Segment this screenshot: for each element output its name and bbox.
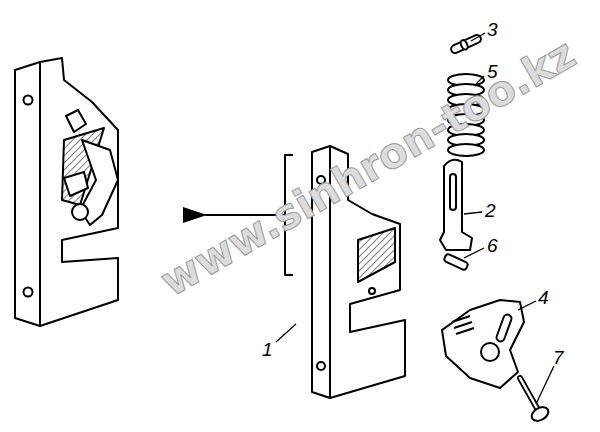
bolt-head — [72, 204, 88, 220]
plate-edge — [15, 62, 40, 326]
callout-number: 1 — [262, 340, 273, 359]
bolt — [520, 378, 551, 424]
leader-line — [518, 301, 536, 310]
pin-hole — [369, 288, 375, 294]
mount-hole — [317, 362, 325, 370]
leader-line — [276, 324, 296, 342]
leader-line — [464, 248, 484, 258]
callout-number: 2 — [485, 201, 496, 220]
callout-number: 4 — [538, 288, 549, 307]
pawl — [64, 172, 88, 196]
spring-seat — [66, 110, 86, 132]
plate-face — [40, 58, 118, 326]
stud — [449, 33, 482, 56]
mount-hole — [24, 288, 33, 297]
pin — [443, 253, 468, 270]
leader-line — [536, 366, 554, 404]
cam — [442, 300, 524, 388]
assembled-latch — [15, 58, 118, 326]
callout-number: 3 — [487, 20, 498, 39]
mount-hole — [24, 96, 33, 105]
leader-line — [464, 212, 482, 214]
window — [358, 228, 395, 282]
callout-number: 6 — [487, 236, 498, 255]
leader-line — [471, 33, 485, 41]
pawl — [440, 160, 472, 250]
callout-number: 7 — [553, 348, 564, 367]
